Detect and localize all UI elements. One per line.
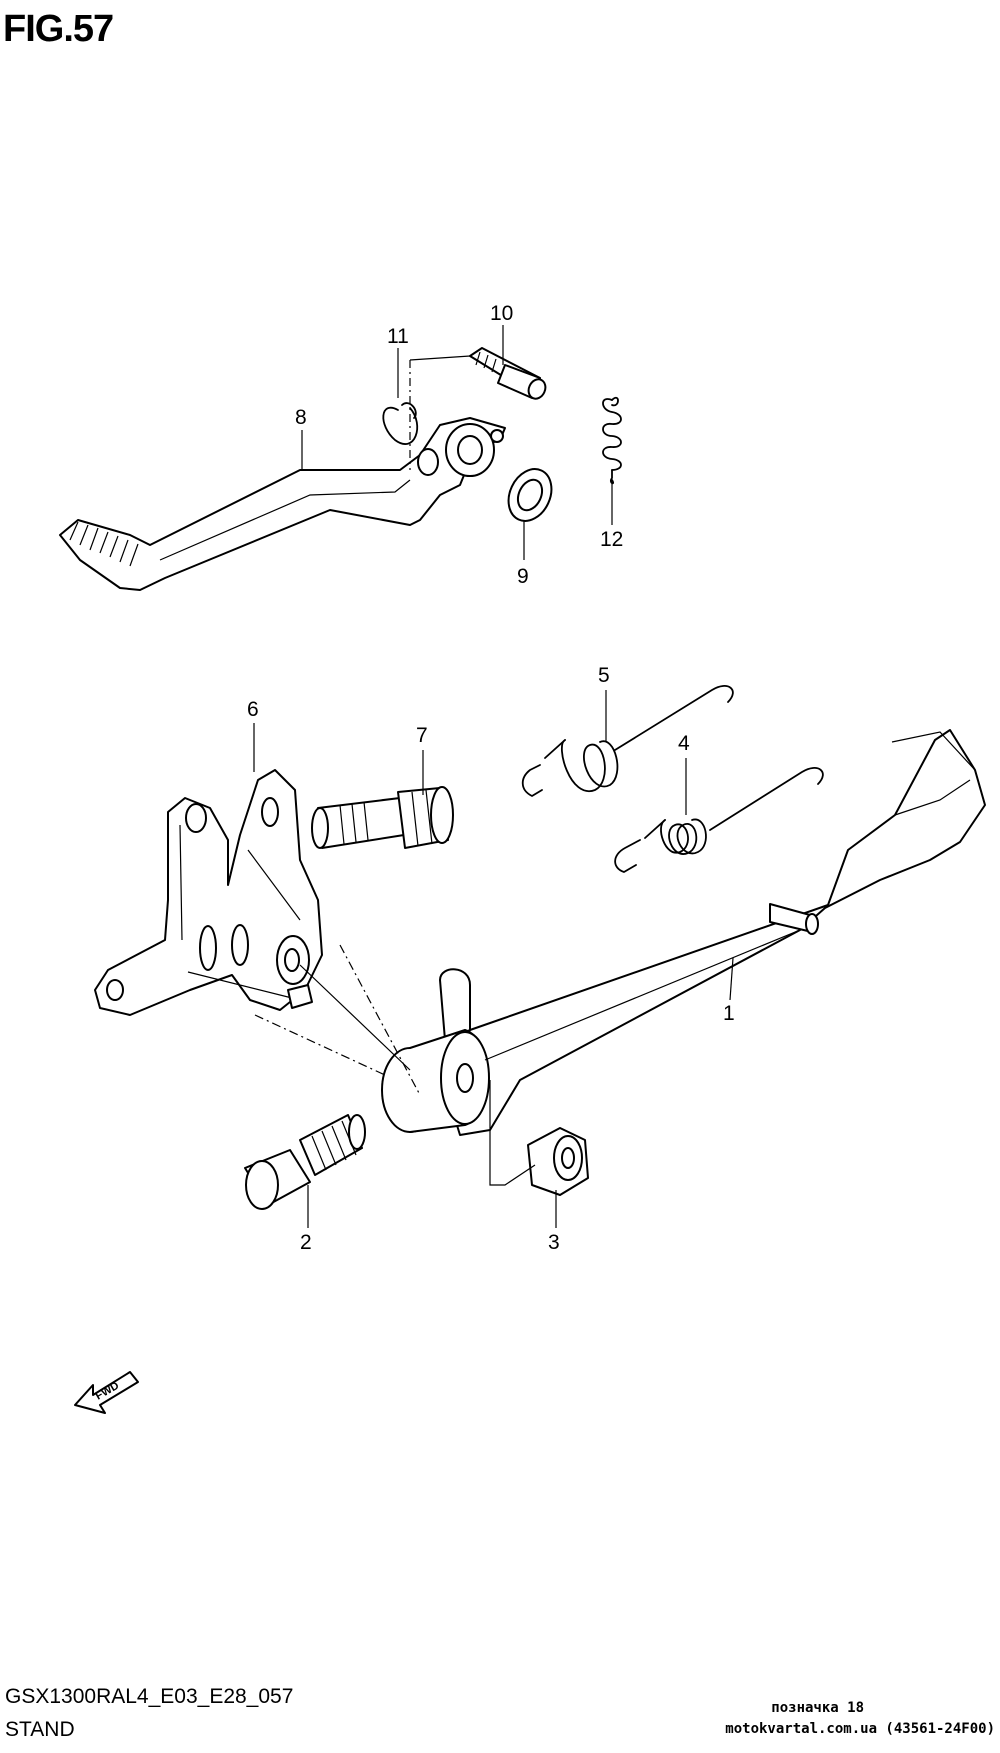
callout-4: 4	[678, 732, 690, 755]
callout-3: 3	[548, 1231, 560, 1254]
spring-part-5	[521, 685, 734, 797]
callout-8: 8	[295, 406, 307, 429]
callout-12: 12	[600, 528, 623, 551]
fwd-arrow-icon: FWD	[74, 1371, 139, 1414]
callout-10: 10	[490, 302, 513, 325]
stand-part-1	[381, 729, 986, 1136]
callout-7: 7	[416, 724, 428, 747]
figure-title: FIG.57	[3, 8, 114, 50]
watermark-source: motokvartal.com.ua (43561-24F00)	[725, 1721, 995, 1737]
callout-5: 5	[598, 664, 610, 687]
bracket-part-6	[94, 769, 323, 1016]
callout-11: 11	[387, 325, 409, 348]
pedal-part-8	[59, 417, 506, 591]
callout-1: 1	[723, 1002, 735, 1025]
spring-part-4	[614, 767, 824, 873]
assembly-guide-lines	[254, 355, 536, 1186]
spring-part-12	[602, 396, 622, 485]
watermark-label: позначка 18	[771, 1700, 864, 1716]
washer-part-9	[507, 468, 553, 522]
leader-lines	[253, 325, 734, 1228]
callout-6: 6	[247, 698, 259, 721]
model-code: GSX1300RAL4_E03_E28_057	[5, 1685, 294, 1708]
callout-2: 2	[300, 1231, 312, 1254]
callout-9: 9	[517, 565, 529, 588]
pin-part-10	[469, 347, 547, 400]
section-name: STAND	[5, 1718, 75, 1741]
bolt-part-2	[244, 1114, 366, 1210]
circlip-part-11	[382, 402, 419, 445]
callout-numbers: 1 2 3 4 5 6 7 8 9 10 11 12	[247, 302, 735, 1254]
nut-part-3	[527, 1127, 589, 1196]
bolt-part-7	[311, 786, 454, 849]
